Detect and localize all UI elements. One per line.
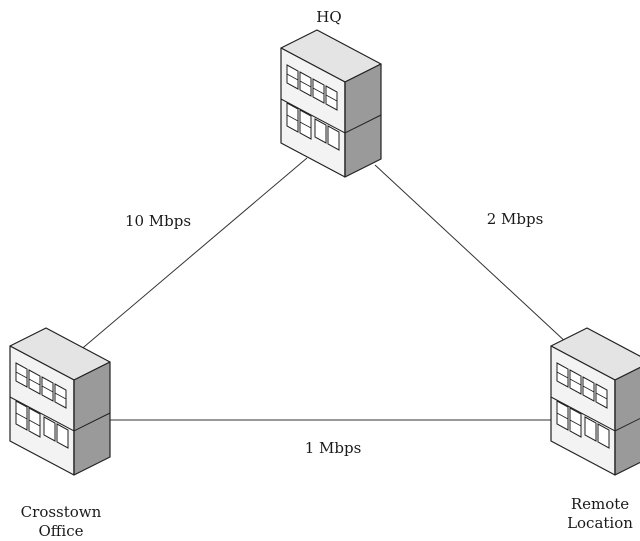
hq-crosstown-bandwidth-label: 10 Mbps bbox=[124, 212, 192, 230]
link-hq-crosstown bbox=[77, 157, 308, 353]
link-hq-remote bbox=[374, 164, 569, 345]
hq-label: HQ bbox=[316, 8, 341, 27]
crosstown-remote-bandwidth-label: 1 Mbps bbox=[304, 439, 362, 457]
hq-label-line-1: HQ bbox=[316, 8, 342, 26]
crosstown-label-line-1: Crosstown bbox=[20, 503, 102, 521]
crosstown-label: Crosstown Office bbox=[21, 503, 102, 541]
remote-label-line-2: Location bbox=[567, 514, 633, 532]
remote-label: Remote Location bbox=[567, 495, 633, 533]
remote-building-icon bbox=[550, 327, 640, 476]
remote-label-line-1: Remote bbox=[570, 495, 630, 513]
hq-building-icon bbox=[280, 29, 382, 178]
crosstown-label-line-2: Office bbox=[38, 522, 84, 540]
crosstown-building-icon bbox=[9, 327, 111, 476]
hq-remote-bandwidth-label: 2 Mbps bbox=[486, 210, 544, 228]
